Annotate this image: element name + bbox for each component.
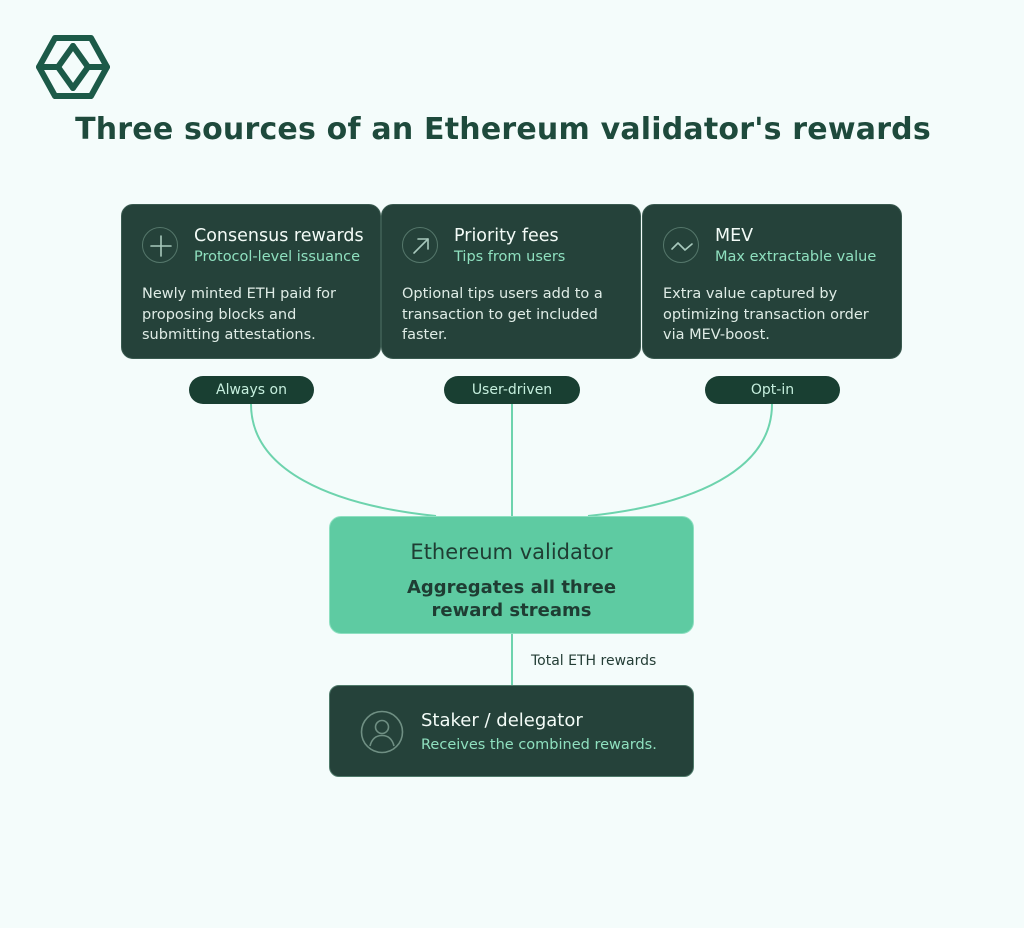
- page-title: Three sources of an Ethereum validator's…: [75, 112, 931, 147]
- connector-consensus: [250, 403, 437, 517]
- validator-subtitle: Aggregates all three reward streams: [406, 577, 617, 621]
- card-description: Optional tips users add to a transaction…: [402, 286, 603, 343]
- card-description: Extra value captured by optimizing trans…: [663, 286, 869, 343]
- staker-box: Staker / delegator Receives the combined…: [329, 685, 694, 777]
- validator-box: Ethereum validator Aggregates all three …: [329, 516, 694, 634]
- tag-user-driven: User-driven: [444, 376, 580, 404]
- hexagon-logo-icon: [36, 35, 110, 99]
- card-subtitle: Tips from users: [454, 249, 566, 265]
- validator-title: Ethereum validator: [410, 540, 613, 564]
- person-icon: [360, 710, 404, 754]
- card-title: MEV: [715, 226, 754, 246]
- card-title: Consensus rewards: [194, 226, 364, 246]
- staker-title: Staker / delegator: [421, 710, 583, 731]
- card-mev: MEV Max extractable value Extra value ca…: [642, 204, 902, 359]
- plus-icon: [142, 227, 178, 263]
- card-priority-fees: Priority fees Tips from users Optional t…: [381, 204, 641, 359]
- connector-mev: [587, 403, 773, 517]
- wave-icon: [663, 227, 699, 263]
- card-title: Priority fees: [454, 226, 559, 246]
- flow-label: Total ETH rewards: [531, 653, 657, 669]
- card-description: Newly minted ETH paid for proposing bloc…: [142, 286, 337, 343]
- card-subtitle: Protocol-level issuance: [194, 249, 361, 265]
- tag-opt-in: Opt-in: [705, 376, 840, 404]
- tag-always-on: Always on: [189, 376, 314, 404]
- arrow-up-right-icon: [402, 227, 438, 263]
- card-subtitle: Max extractable value: [715, 249, 877, 265]
- card-consensus-rewards: Consensus rewards Protocol-level issuanc…: [121, 204, 381, 359]
- staker-subtitle: Receives the combined rewards.: [421, 737, 657, 753]
